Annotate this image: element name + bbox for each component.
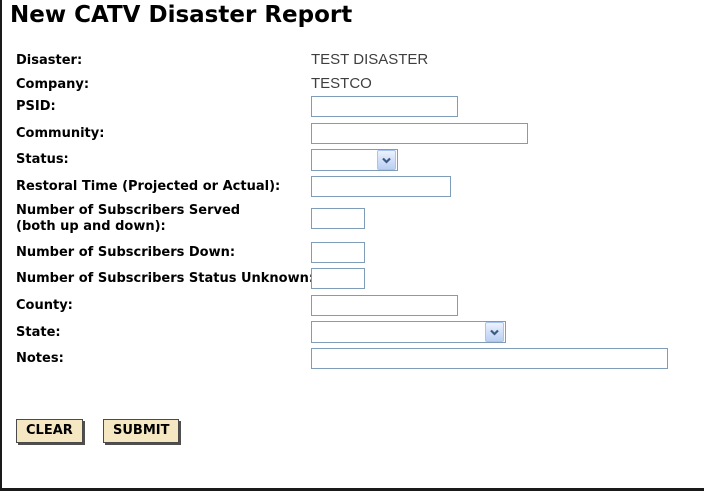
subscribers-unknown-input[interactable] <box>311 268 365 289</box>
restoral-time-input[interactable] <box>311 176 451 197</box>
status-label: Status: <box>16 152 69 167</box>
subscribers-served-label-line2: (both up and down): <box>16 219 166 234</box>
community-label: Community: <box>16 126 105 141</box>
subscribers-served-label: Number of Subscribers Served (both up an… <box>16 203 240 235</box>
frame-bottom-border <box>0 488 704 491</box>
subscribers-unknown-label: Number of Subscribers Status Unknown: <box>16 271 315 286</box>
psid-label: PSID: <box>16 99 56 114</box>
subscribers-down-input[interactable] <box>311 242 365 263</box>
notes-input[interactable] <box>311 348 668 369</box>
psid-input[interactable] <box>311 96 458 117</box>
subscribers-served-input[interactable] <box>311 208 365 229</box>
chevron-down-icon[interactable] <box>377 150 396 170</box>
subscribers-down-label: Number of Subscribers Down: <box>16 245 236 260</box>
subscribers-served-label-line1: Number of Subscribers Served <box>16 203 241 218</box>
disaster-label: Disaster: <box>16 53 83 68</box>
status-select[interactable] <box>311 149 398 171</box>
restoral-time-label: Restoral Time (Projected or Actual): <box>16 179 281 194</box>
disaster-value: TEST DISASTER <box>311 51 429 68</box>
state-select[interactable] <box>311 321 506 343</box>
company-label: Company: <box>16 77 90 92</box>
frame-left-border <box>0 0 2 491</box>
page-title: New CATV Disaster Report <box>10 2 353 28</box>
company-value: TESTCO <box>311 75 372 92</box>
submit-button[interactable]: SUBMIT <box>103 419 180 443</box>
notes-label: Notes: <box>16 351 64 366</box>
chevron-down-icon[interactable] <box>485 322 504 342</box>
community-input[interactable] <box>311 123 528 144</box>
clear-button[interactable]: CLEAR <box>16 419 83 443</box>
county-label: County: <box>16 298 73 313</box>
state-label: State: <box>16 325 61 340</box>
county-input[interactable] <box>311 295 458 316</box>
